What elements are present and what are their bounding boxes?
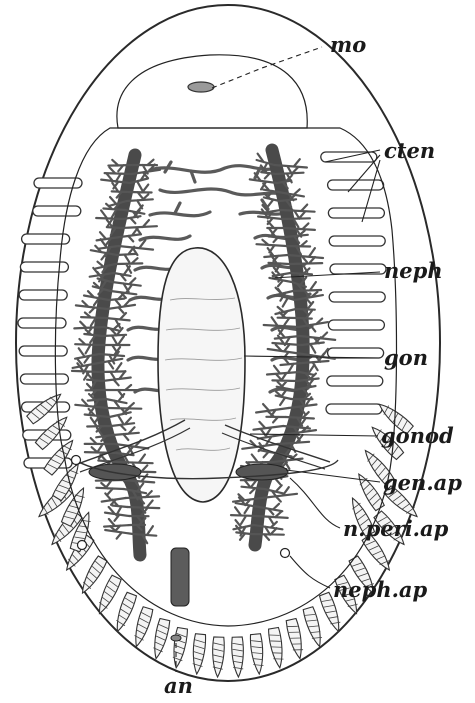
left-ctenidium [19, 290, 67, 300]
right-nephridial-pore [281, 549, 290, 558]
left-ctenidium [19, 346, 67, 356]
label-gen-ap: gen.ap [383, 470, 462, 495]
left-genital-aperture [89, 464, 141, 480]
right-ctenidium [328, 208, 384, 218]
label-neph: neph [384, 258, 443, 283]
right-ctenidium [329, 236, 385, 246]
left-ctenidium [20, 262, 68, 272]
left-lower-pore [78, 541, 87, 550]
left-ctenidium [33, 206, 81, 216]
right-ctenidium [326, 404, 382, 414]
rectum [171, 548, 189, 606]
right-ctenidium [328, 180, 384, 190]
label-gonod: gonod [381, 423, 454, 448]
gonad [158, 248, 245, 502]
label-an: an [164, 673, 193, 698]
label-cten: cten [384, 138, 435, 163]
right-ctenidium [328, 320, 384, 330]
right-ctenidium [327, 376, 383, 386]
right-ctenidium [328, 348, 384, 358]
right-genital-aperture [236, 464, 288, 480]
left-nephridial-pore [72, 456, 81, 465]
right-ctenidium [329, 292, 385, 302]
label-n-peri-ap: n.peri.ap [343, 516, 449, 541]
left-ctenidium [20, 374, 68, 384]
label-neph-ap: neph.ap [333, 577, 427, 602]
label-mo: mo [330, 32, 366, 57]
mouth [188, 82, 214, 92]
left-ctenidium [18, 318, 66, 328]
label-gon: gon [384, 345, 428, 370]
anus [171, 635, 181, 641]
